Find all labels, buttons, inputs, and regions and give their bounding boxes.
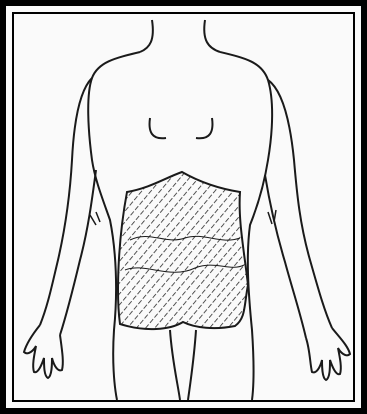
hatched-torso-region	[118, 172, 248, 329]
